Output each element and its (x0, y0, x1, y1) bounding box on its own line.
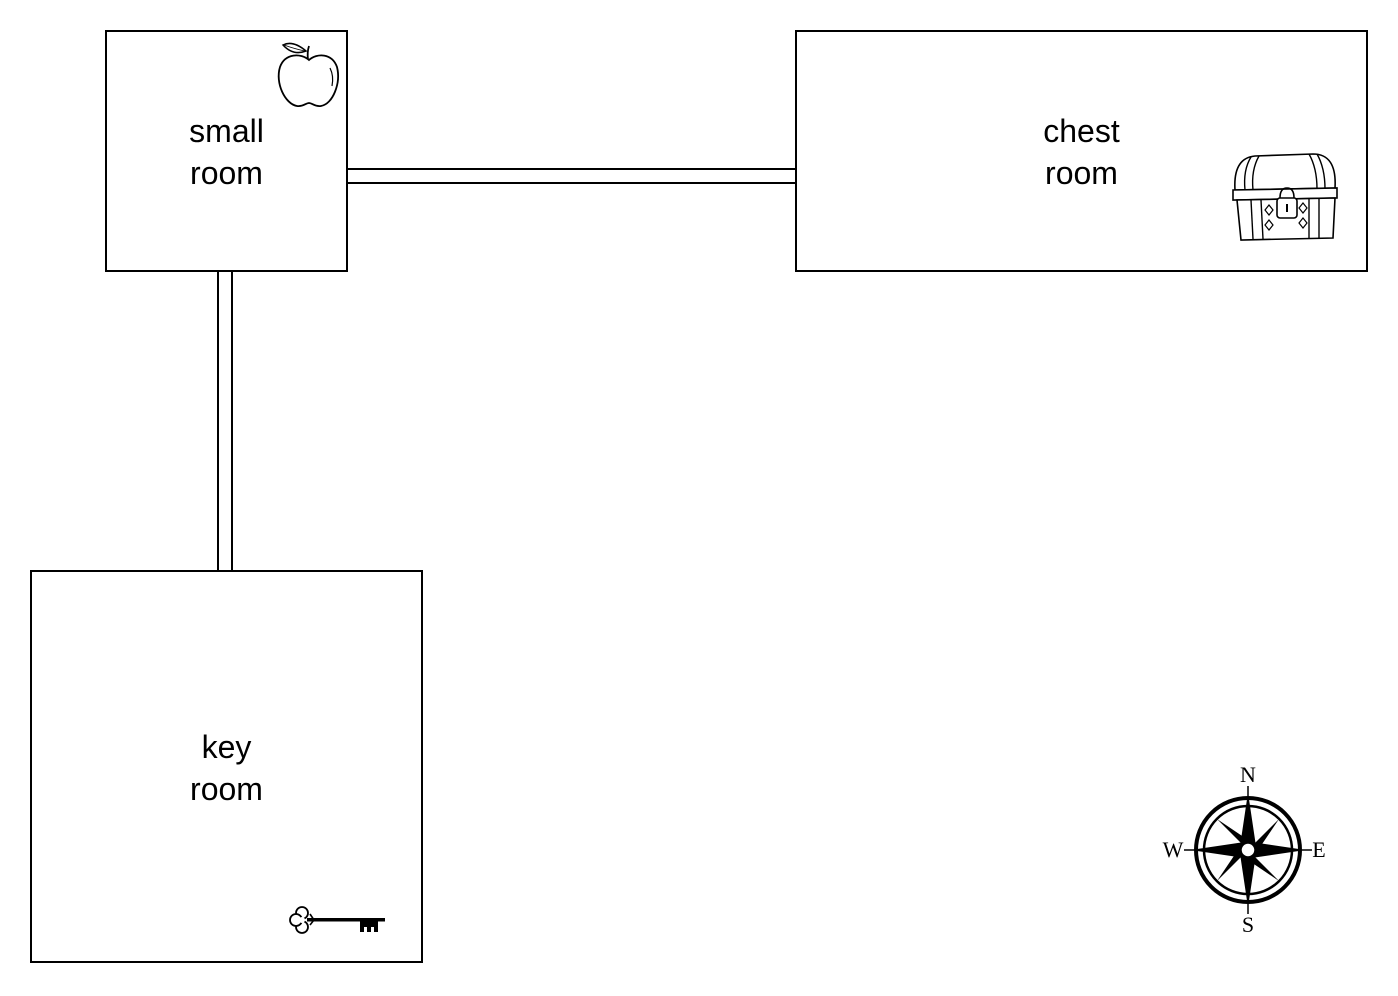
compass-icon (1184, 786, 1312, 914)
key-icon (289, 906, 385, 934)
corridor-small-to-chest (346, 168, 798, 184)
apple-icon (277, 42, 339, 108)
compass-west-label: W (1163, 837, 1184, 862)
compass-rose: N S W E (1163, 762, 1326, 937)
room-key: key room (30, 570, 423, 963)
corridor-small-to-key (217, 270, 233, 573)
compass-south-label: S (1242, 912, 1254, 937)
compass-north-label: N (1240, 762, 1256, 787)
room-chest: chest room (795, 30, 1368, 272)
room-key-label: key room (190, 729, 263, 807)
room-chest-label: chest room (1043, 113, 1120, 191)
room-small: small room (105, 30, 348, 272)
treasure-chest-icon (1232, 153, 1338, 241)
compass-east-label: E (1312, 837, 1325, 862)
room-small-label: small room (189, 113, 264, 191)
